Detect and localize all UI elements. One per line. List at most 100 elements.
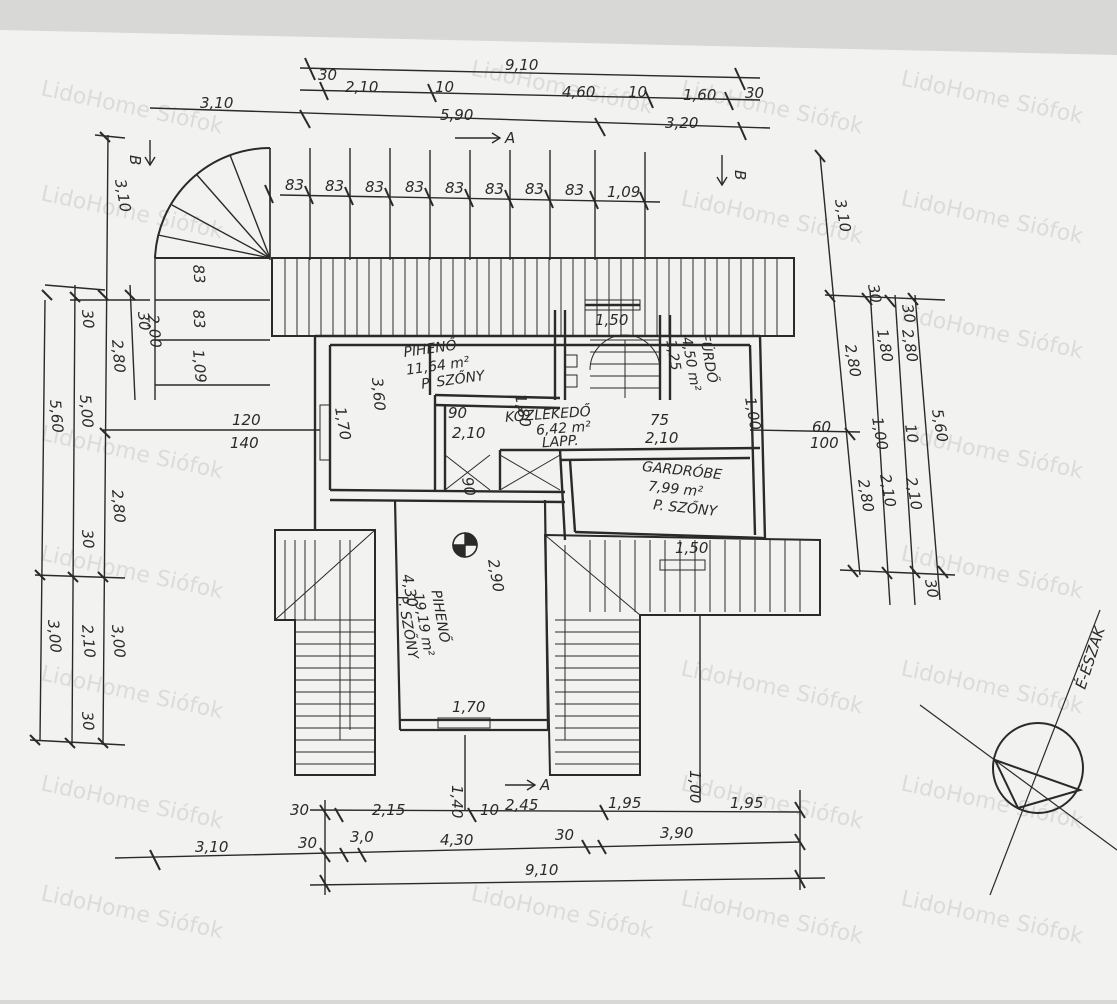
paper [0, 30, 1117, 1000]
north-compass [919, 609, 1117, 896]
dim-right-9: 30 [898, 303, 919, 325]
section-marker-b-right: B [731, 170, 749, 180]
dim-right-0: 3,10 [831, 198, 855, 234]
dim-top-row1-4: 10 [628, 83, 647, 101]
room-kozlekedo-area: 6,42 m² [535, 419, 591, 439]
dim-left-5: 3,00 [44, 619, 65, 654]
dim-left-0: 3,10 [111, 178, 135, 214]
dim-step-0: 83 [285, 176, 304, 194]
dim-step-3: 83 [405, 178, 424, 196]
dim-bottom-row2-0: 3,10 [195, 838, 228, 856]
small-stair [564, 334, 661, 398]
dim-int-11: 1,70 [452, 698, 485, 716]
dim-right-10: 30 [921, 578, 942, 600]
top-dimension-labels: 9,10 30 2,10 10 4,60 10 1,60 30 3,10 5,9… [200, 56, 764, 201]
dim-int-7: 4,30 [398, 573, 422, 609]
dim-int-9: 1,50 [675, 539, 708, 557]
dim-int-5: 2,10 [452, 424, 485, 442]
right-dimension-lines [749, 149, 956, 606]
dim-bottom-row1-4: 1,95 [608, 794, 641, 812]
room-gardrobe-area: 7,99 m² [647, 479, 704, 501]
dim-bottom-row2-5: 3,90 [660, 824, 693, 842]
dim-left-4: 2,80 [108, 489, 129, 524]
bottom-dimension-lines [114, 615, 826, 895]
dim-top-row2-1: 5,90 [440, 106, 473, 124]
dim-bottom-row2-4: 30 [555, 826, 574, 844]
dim-int-14: 60 [812, 418, 831, 436]
dim-step-6: 83 [525, 180, 544, 198]
dim-left-14: 83 [189, 309, 209, 330]
room-furdo-floor: 1,25 [662, 338, 683, 372]
section-marker-b-left: B [126, 155, 144, 165]
dim-right-5: 2,80 [898, 328, 922, 364]
dim-int-12: 75 [650, 411, 669, 429]
dim-top-row1-5: 1,60 [683, 86, 716, 104]
spiral-staircase [154, 146, 271, 400]
dim-left-13: 83 [189, 264, 209, 285]
room-kozlekedo-floor: LAPP. [541, 433, 579, 452]
dim-left-12: 2,00 [144, 314, 165, 349]
dim-bottom-row1-0: 30 [290, 801, 309, 819]
dim-int-2: 3,60 [368, 377, 389, 412]
dim-left-10: 30 [78, 711, 98, 732]
room-kozlekedo-name: KÖZLEKEDŐ [504, 402, 591, 426]
section-marker-a-bottom: A [539, 776, 550, 794]
stair-lines-left [274, 529, 376, 765]
dim-left-2: 5,00 [76, 394, 97, 429]
dim-top-row1-6: 30 [745, 84, 764, 102]
dim-int-17: 1,00 [741, 396, 765, 432]
dim-left-9: 30 [78, 529, 98, 550]
dim-step-7: 83 [565, 181, 584, 199]
dim-right-7: 2,10 [902, 476, 926, 512]
bottom-dimension-labels: 30 2,15 10 2,45 1,95 1,95 3,10 30 3,0 4,… [195, 770, 763, 879]
bottom-room-walls [319, 299, 706, 732]
dim-top-row1-3: 4,60 [562, 83, 595, 101]
interior-dimension-labels: 120 140 3,60 1,70 90 2,10 1,80 4,30 2,90… [230, 311, 839, 716]
dim-bottom-row1-1: 2,15 [372, 801, 405, 819]
section-marker-a-top: A [504, 129, 515, 147]
dim-int-0: 120 [232, 411, 261, 429]
dim-bottom-row2-3: 4,30 [440, 831, 473, 849]
dim-top-total: 9,10 [505, 56, 538, 74]
section-marker-labels: A A B B [126, 129, 749, 794]
dim-top-row1-2: 10 [435, 78, 454, 96]
dim-int-15: 100 [810, 434, 839, 452]
dim-bottom-row2-2: 3,0 [350, 828, 374, 846]
corridor-cross [444, 454, 561, 491]
dim-left-11: 30 [134, 311, 154, 332]
dim-int-6: 1,80 [511, 393, 535, 429]
walls [313, 303, 767, 541]
dim-int-1: 140 [230, 434, 259, 452]
stair-lines-right [544, 534, 801, 765]
dim-int-8: 2,90 [484, 558, 508, 594]
dim-int-10: 1,50 [595, 311, 628, 329]
dim-right-1: 5,60 [928, 408, 952, 444]
dim-right-11: 10 [901, 423, 922, 445]
roof-hatch-lines-top [284, 258, 778, 336]
dim-top-row1-1: 2,10 [345, 78, 378, 96]
dim-right-12: 1,00 [868, 416, 892, 452]
top-dimension-lines [149, 57, 771, 260]
level-marker [452, 532, 478, 558]
dim-left-6: 3,00 [108, 624, 129, 659]
dim-step-2: 83 [365, 178, 384, 196]
dim-right-2: 2,80 [841, 343, 865, 379]
dim-right-6: 2,10 [876, 473, 900, 509]
dim-bottom-mark-0: 1,40 [448, 785, 466, 818]
section-arrows [144, 132, 728, 791]
dim-int-4: 90 [448, 404, 467, 422]
dim-right-4: 1,80 [873, 328, 897, 364]
dim-bottom-mark-1: 1,00 [686, 770, 704, 803]
dim-right-3: 2,80 [854, 478, 878, 514]
left-dimension-labels: 3,10 5,60 5,00 2,80 2,80 3,00 3,00 2,10 … [44, 178, 210, 732]
dim-step-5: 83 [485, 180, 504, 198]
dim-bottom-total: 9,10 [525, 861, 558, 879]
dim-int-13: 2,10 [645, 429, 678, 447]
right-dimension-labels: 3,10 5,60 2,80 2,80 1,80 2,80 2,10 2,10 … [831, 198, 952, 600]
dim-bottom-row1-3: 2,45 [505, 796, 538, 814]
dim-left-7: 2,10 [78, 624, 99, 659]
dim-left-8: 30 [78, 309, 98, 330]
dim-step-8: 1,09 [607, 183, 640, 201]
